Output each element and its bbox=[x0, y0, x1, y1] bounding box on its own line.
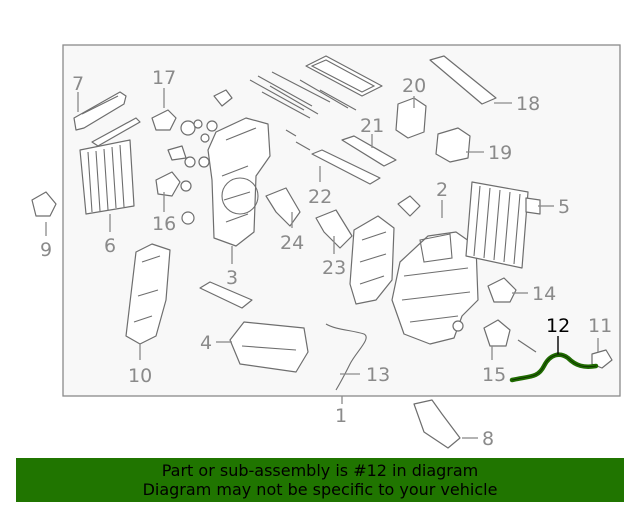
callout-22: 22 bbox=[308, 186, 332, 208]
part-frame-seals bbox=[249, 55, 397, 185]
callout-11: 11 bbox=[588, 315, 612, 337]
callout-19: 19 bbox=[488, 142, 512, 164]
part-18-filter bbox=[429, 55, 497, 105]
info-banner: Part or sub-assembly is #12 in diagram D… bbox=[16, 458, 624, 502]
part-3-blower-case bbox=[207, 117, 271, 247]
part-10-duct bbox=[125, 243, 171, 345]
part-9-connector bbox=[31, 191, 57, 217]
callout-10: 10 bbox=[128, 365, 152, 387]
callout-18: 18 bbox=[516, 93, 540, 115]
callout-23: 23 bbox=[322, 257, 346, 279]
callout-3: 3 bbox=[226, 267, 238, 289]
part-11-sensor bbox=[591, 349, 613, 369]
callout-4: 4 bbox=[200, 332, 212, 354]
callout-20: 20 bbox=[402, 75, 426, 97]
part-7-bracket bbox=[73, 91, 127, 131]
part-8-duct bbox=[413, 399, 461, 449]
banner-line-disclaimer: Diagram may not be specific to your vehi… bbox=[142, 480, 498, 499]
part-4-drain-tray bbox=[229, 321, 309, 373]
callout-14: 14 bbox=[532, 283, 556, 305]
part-13-hose bbox=[325, 323, 367, 391]
part-6-evaporator bbox=[79, 139, 135, 215]
callout-9: 9 bbox=[40, 239, 52, 261]
callout-labels: 7 17 20 18 21 19 6 16 22 2 5 9 24 3 23 1… bbox=[40, 67, 612, 450]
callout-1: 1 bbox=[335, 405, 347, 427]
part-15-motor bbox=[452, 319, 537, 353]
callout-16: 16 bbox=[152, 213, 176, 235]
parts-diagram: 7 17 20 18 21 19 6 16 22 2 5 9 24 3 23 1… bbox=[31, 44, 621, 450]
callout-15: 15 bbox=[482, 364, 506, 386]
callout-12: 12 bbox=[546, 315, 570, 337]
part-20-bracket bbox=[395, 97, 427, 139]
clip bbox=[213, 89, 233, 107]
part-flap bbox=[397, 195, 421, 217]
part-14-bracket bbox=[487, 277, 517, 303]
part-2-heater-unit bbox=[391, 231, 479, 345]
part-5-heater-core bbox=[465, 181, 541, 269]
callout-17: 17 bbox=[152, 67, 176, 89]
callout-2: 2 bbox=[436, 179, 448, 201]
banner-line-part: Part or sub-assembly is #12 in diagram bbox=[161, 461, 479, 480]
callout-5: 5 bbox=[558, 196, 570, 218]
callout-7: 7 bbox=[72, 73, 84, 95]
callout-13: 13 bbox=[366, 364, 390, 386]
part-17-actuator bbox=[151, 109, 218, 143]
callout-6: 6 bbox=[104, 235, 116, 257]
leader-lines bbox=[45, 88, 599, 439]
callout-8: 8 bbox=[482, 428, 494, 450]
part-duct-center bbox=[349, 215, 395, 305]
callout-24: 24 bbox=[280, 232, 304, 254]
part-19-bracket bbox=[435, 127, 471, 163]
part-6-bar bbox=[91, 117, 141, 147]
part-23-seal bbox=[315, 209, 353, 249]
part-16-actuator bbox=[155, 145, 210, 225]
callout-21: 21 bbox=[360, 115, 384, 137]
part-seal-bar bbox=[199, 281, 253, 309]
